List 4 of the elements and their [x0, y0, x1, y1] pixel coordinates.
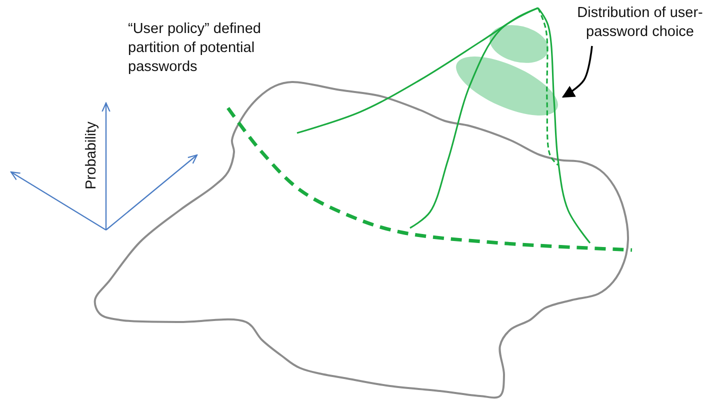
leader-arrow — [562, 46, 593, 98]
axis-label: Probability — [82, 120, 100, 192]
callout-text: Distribution of user-password choice — [560, 4, 720, 42]
annotation-text: “User policy” defined partition of potential passwords — [128, 20, 262, 77]
